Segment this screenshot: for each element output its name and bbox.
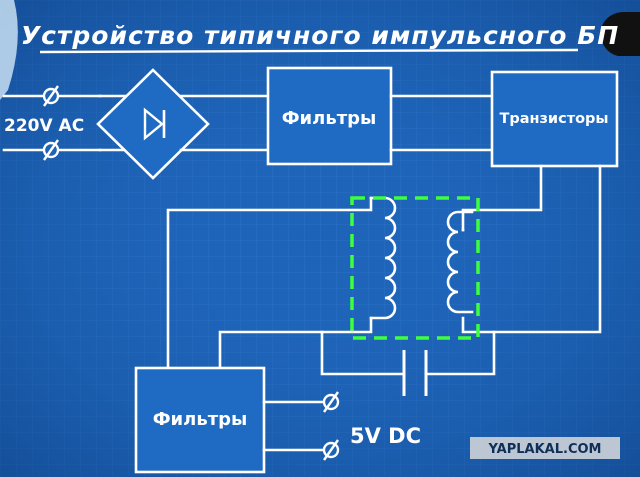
wire-capacitor-left <box>320 330 404 376</box>
wire-capacitor-right <box>426 330 496 376</box>
filters-top-label: Фильтры <box>282 108 377 129</box>
wire-secondary-filters-left <box>166 196 373 372</box>
filters-bottom-block <box>134 366 266 474</box>
input-label: 220V AC <box>4 116 84 136</box>
transformer-highlight <box>350 196 480 340</box>
output-label: 5V DC <box>350 424 421 448</box>
terminal-icon <box>322 439 340 461</box>
transistors-label: Транзисторы <box>499 111 608 127</box>
corner-decoration-left <box>0 0 18 100</box>
filters-top-block <box>266 66 393 166</box>
capacitor-icon <box>402 350 428 396</box>
wire-transistors-primary-top <box>461 164 543 232</box>
wire-transistors-primary-bottom <box>461 164 602 334</box>
title-underline <box>39 48 579 54</box>
corner-decoration-right <box>600 12 640 56</box>
terminal-icon <box>42 139 60 161</box>
terminal-icon <box>322 391 340 413</box>
watermark-text: YAPLAKAL.COM <box>488 442 602 457</box>
filters-bottom-label: Фильтры <box>153 409 248 430</box>
diagram-title: Устройство типичного импульсного БП <box>21 21 619 50</box>
terminal-icon <box>42 85 60 107</box>
watermark: YAPLAKAL.COM <box>470 437 620 459</box>
transformer-icon <box>350 196 480 340</box>
transistors-block <box>490 70 619 168</box>
wire-secondary-filters-right <box>218 316 373 372</box>
